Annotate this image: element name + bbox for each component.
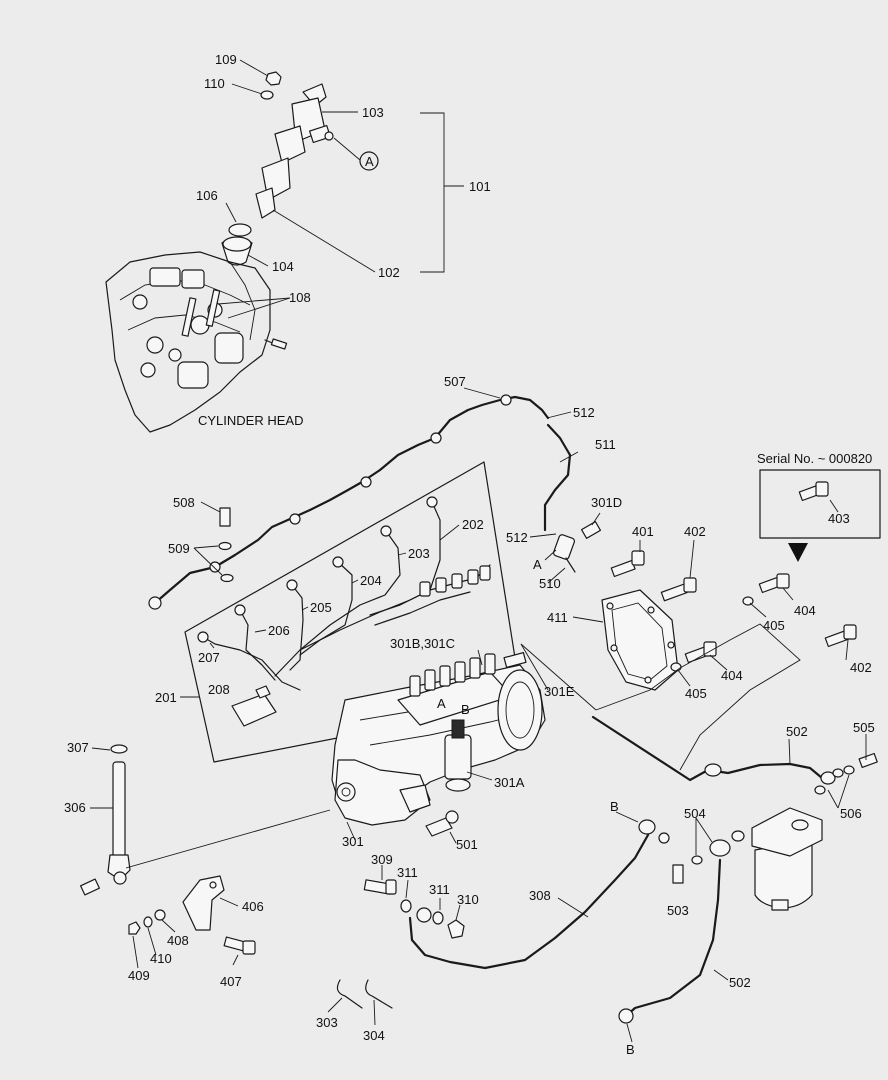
label-207: 207 (198, 650, 220, 665)
feed-lines (408, 715, 878, 1043)
label-cylinder-head: CYLINDER HEAD (198, 413, 303, 428)
serial-box (759, 469, 881, 539)
label-202: 202 (462, 517, 484, 532)
label-406: 406 (242, 899, 264, 914)
label-405a: 405 (763, 618, 785, 633)
label-ref-b-pump: B (461, 702, 470, 717)
fuel-filter (751, 807, 823, 911)
label-507: 507 (444, 374, 466, 389)
label-304: 304 (363, 1028, 385, 1043)
label-402a: 402 (684, 524, 706, 539)
label-203: 203 (408, 546, 430, 561)
banjo-510 (552, 534, 576, 560)
label-402b: 402 (850, 660, 872, 675)
label-301d: 301D (591, 495, 622, 510)
delivery-valves (409, 653, 496, 697)
arrow-down (788, 543, 808, 562)
label-508: 508 (173, 495, 195, 510)
label-404a: 404 (794, 603, 816, 618)
label-502a: 502 (786, 724, 808, 739)
label-ref-a-pump: A (437, 696, 446, 711)
label-104: 104 (272, 259, 294, 274)
stud-108a (181, 297, 197, 337)
nut-109 (265, 71, 282, 86)
label-ref-b-502: B (626, 1042, 635, 1057)
label-serial: Serial No. ~ 000820 (757, 451, 872, 466)
label-208: 208 (208, 682, 230, 697)
label-404b: 404 (721, 668, 743, 683)
label-308: 308 (529, 888, 551, 903)
callout-labels: 109 110 103 A 101 106 104 102 108 CYLIND… (64, 52, 875, 1057)
stud-108b (205, 289, 221, 327)
gasket-411 (601, 589, 679, 691)
label-205: 205 (310, 600, 332, 615)
label-204: 204 (360, 573, 382, 588)
injection-pump-301 (331, 643, 549, 844)
label-512b: 512 (506, 530, 528, 545)
label-512a: 512 (573, 405, 595, 420)
label-403: 403 (828, 511, 850, 526)
label-311b: 311 (429, 882, 450, 897)
label-303: 303 (316, 1015, 338, 1030)
label-408: 408 (167, 933, 189, 948)
label-ref-a-circle: A (365, 154, 374, 169)
label-301bc: 301B,301C (390, 636, 455, 651)
label-511: 511 (595, 437, 616, 452)
bracket-406 (182, 875, 225, 931)
cover-and-bolts (520, 469, 881, 771)
label-301e: 301E (544, 684, 575, 699)
pump-gear (497, 669, 543, 751)
label-401: 401 (632, 524, 654, 539)
label-ref-a-510: A (533, 557, 542, 572)
label-301: 301 (342, 834, 364, 849)
bolt-508 (219, 507, 231, 527)
label-407: 407 (220, 974, 242, 989)
label-405b: 405 (685, 686, 707, 701)
label-101: 101 (469, 179, 491, 194)
label-410: 410 (150, 951, 172, 966)
label-503: 503 (667, 903, 689, 918)
leak-pipe-507 (148, 387, 602, 610)
label-310: 310 (457, 892, 479, 907)
injection-pipes-201 (180, 461, 523, 763)
label-206: 206 (268, 623, 290, 638)
label-301a: 301A (494, 775, 525, 790)
o-ring-106 (228, 223, 252, 237)
cylinder-head-drawing (105, 251, 288, 433)
label-506: 506 (840, 806, 862, 821)
label-102: 102 (378, 265, 400, 280)
washer-110 (260, 90, 274, 100)
lower-left-parts (80, 744, 465, 1026)
pipe-306 (112, 761, 126, 863)
label-306: 306 (64, 800, 86, 815)
pipe-fittings (419, 565, 491, 597)
label-307: 307 (67, 740, 89, 755)
label-201: 201 (155, 690, 177, 705)
label-106: 106 (196, 188, 218, 203)
label-504: 504 (684, 806, 706, 821)
label-309: 309 (371, 852, 393, 867)
label-505: 505 (853, 720, 875, 735)
reference-circle-a (359, 151, 379, 171)
label-110: 110 (204, 76, 225, 91)
label-311a: 311 (397, 865, 418, 880)
label-501: 501 (456, 837, 478, 852)
label-509: 509 (168, 541, 190, 556)
label-411: 411 (547, 610, 568, 625)
injector-assembly (105, 59, 464, 433)
label-ref-b-308: B (610, 799, 619, 814)
label-502b: 502 (729, 975, 751, 990)
label-409: 409 (128, 968, 150, 983)
label-510: 510 (539, 576, 561, 591)
label-103: 103 (362, 105, 384, 120)
clamp-208 (231, 693, 277, 727)
label-108: 108 (289, 290, 311, 305)
label-109: 109 (215, 52, 237, 67)
